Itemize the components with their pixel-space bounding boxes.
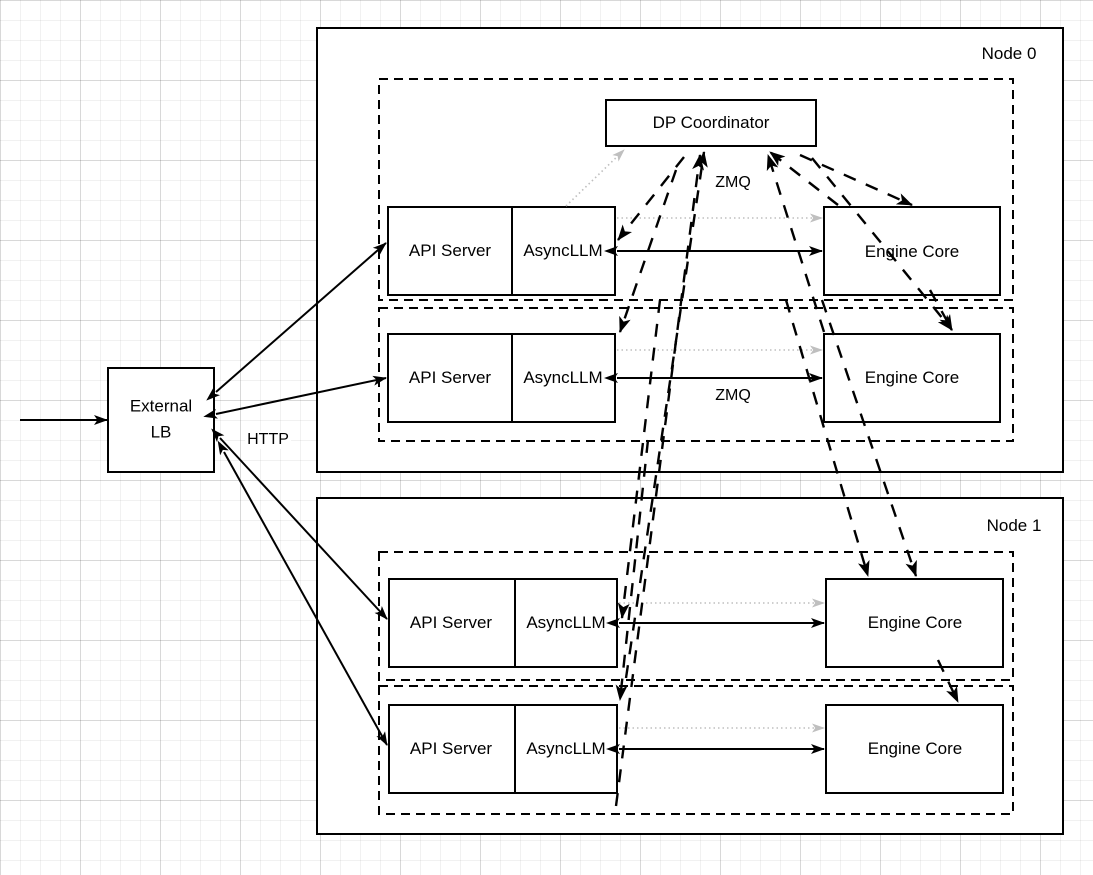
edge-zmq-node1-core0-to-core1 xyxy=(936,659,960,703)
edge-zmq-coordinator-to-node1-asyncllm-1 xyxy=(615,439,650,701)
edge-zmq-node1-core1-to-coordinator xyxy=(614,154,705,807)
external-lb-box[interactable] xyxy=(107,367,215,473)
node-1-row-1-server-box[interactable] xyxy=(388,704,618,794)
node-1-row-1-engine-core-box[interactable] xyxy=(825,704,1004,794)
edge-zmq-node0-core1-to-coordinator xyxy=(766,154,826,333)
edge-zmq-coordinator-to-node1-core0 xyxy=(784,299,870,577)
edge-node0-row0-asyncllm-coordinator-dotted xyxy=(565,149,625,207)
edge-zmq-coordinator-to-node0-core0 xyxy=(799,153,913,207)
dp-coordinator-box[interactable] xyxy=(605,99,817,147)
edge-lb-node0-api-0 xyxy=(206,242,387,401)
edge-zmq-coordinator-to-node0-asyncllm-0 xyxy=(617,156,685,241)
edge-zmq-node0-core0-to-core1 xyxy=(928,289,954,331)
node-0-row-0-server-box[interactable] xyxy=(387,206,616,296)
edge-zmq-node1-core0-to-coordinator xyxy=(624,151,708,679)
edge-zmq-coordinator-to-node0-core1 xyxy=(811,157,953,331)
node-1-row-0-server-box[interactable] xyxy=(388,578,618,668)
node-1-row-0-engine-core-box[interactable] xyxy=(825,578,1004,668)
edge-lb-node1-api-0 xyxy=(211,428,388,620)
edge-lb-node1-api-1 xyxy=(217,440,388,746)
node-0-row-0-engine-core-box[interactable] xyxy=(823,206,1001,296)
node-0-row-1-engine-core-box[interactable] xyxy=(823,333,1001,423)
edge-zmq-coordinator-to-node1-asyncllm-0 xyxy=(617,299,662,619)
edge-lb-node0-api-1 xyxy=(203,375,387,419)
edge-zmq-coordinator-to-node1-core0-b xyxy=(820,299,918,577)
edge-zmq-coordinator-to-node0-asyncllm-1 xyxy=(618,169,678,333)
